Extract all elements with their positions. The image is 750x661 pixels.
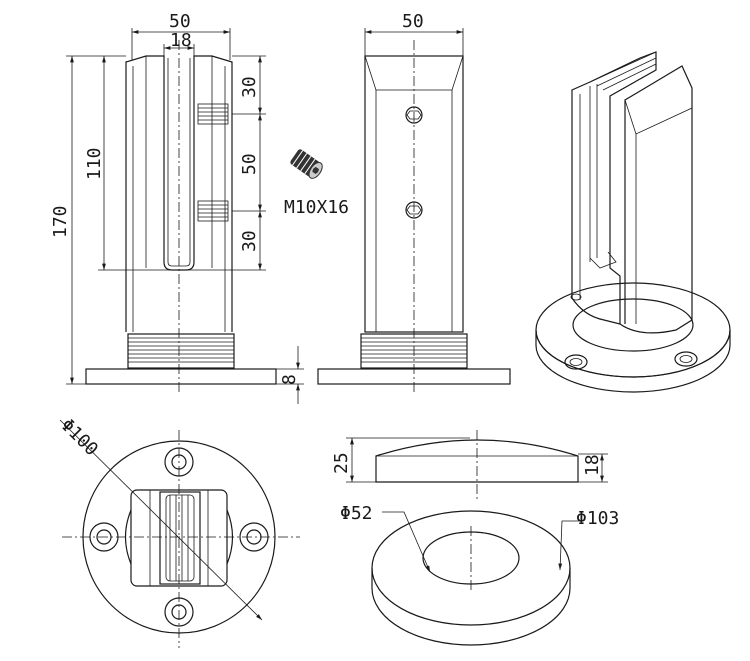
- top-hole-left: [89, 522, 119, 552]
- front-base-plate: [85, 368, 277, 385]
- dim-front-width: 50: [169, 11, 191, 32]
- dim-front-bottom: 30: [239, 230, 260, 252]
- side-screw-hole-upper: [405, 106, 423, 124]
- dim-top-diameter: Φ100: [56, 415, 102, 461]
- dim-front-total-height: 170: [50, 205, 71, 238]
- dim-front-middle: 50: [239, 153, 260, 175]
- dim-ring-height: 25: [331, 452, 352, 474]
- dim-front-base-thickness: 8: [279, 374, 300, 385]
- side-screw-hole-lower: [405, 201, 423, 219]
- front-threaded-collar: [127, 333, 235, 369]
- dim-front-clamp-height: 110: [84, 147, 105, 180]
- screw-label: M10X16: [284, 197, 349, 218]
- dim-front-slot: 18: [170, 30, 192, 51]
- dim-ring-thickness: 18: [582, 454, 603, 476]
- front-view: 50 18 170 110 30 50 30 8: [50, 11, 304, 404]
- side-threaded-collar: [360, 333, 468, 369]
- iso-flange-hole-left: [564, 354, 588, 370]
- iso-flange-hole-right: [674, 351, 698, 367]
- front-screw-upper: [197, 103, 229, 125]
- cover-ring-iso: Φ52 Φ103: [340, 503, 619, 646]
- side-base-plate: [317, 368, 511, 385]
- front-screw-lower: [197, 200, 229, 222]
- screw-detail: M10X16: [284, 149, 349, 218]
- dim-side-width: 50: [402, 11, 424, 32]
- top-hole-top: [164, 447, 194, 477]
- isometric-view: [535, 51, 731, 393]
- dim-ring-inner: Φ52: [340, 503, 373, 524]
- top-view: Φ100: [56, 415, 300, 648]
- dim-front-top: 30: [239, 76, 260, 98]
- side-view: 50: [317, 11, 511, 392]
- dim-ring-outer: Φ103: [576, 508, 619, 529]
- top-hole-bottom: [164, 597, 194, 627]
- top-hole-right: [239, 522, 269, 552]
- cover-ring-side: 25 18: [331, 430, 608, 500]
